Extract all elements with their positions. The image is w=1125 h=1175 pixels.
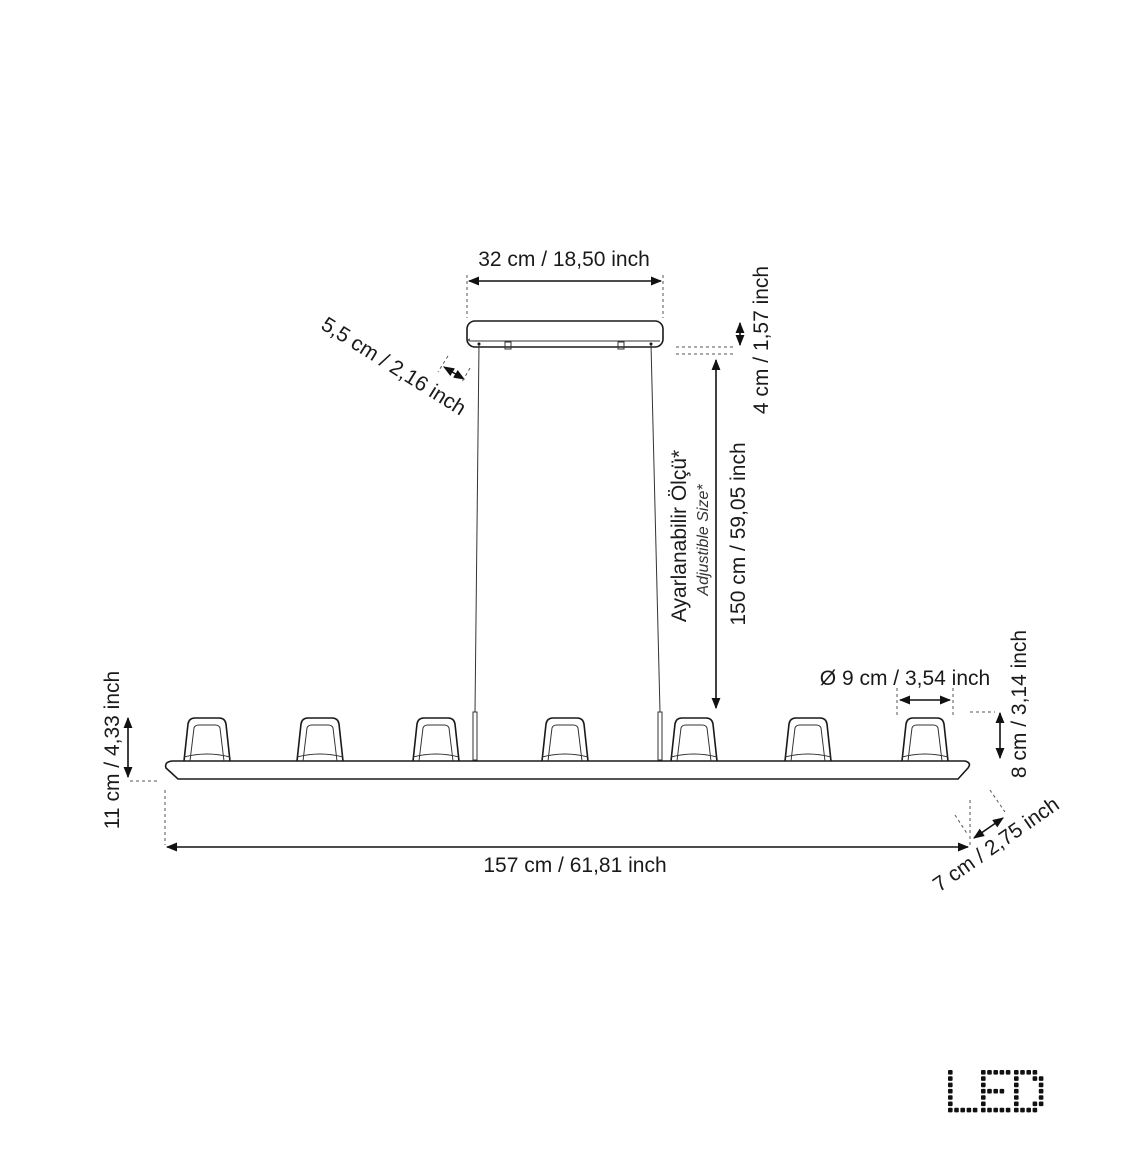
adjustable-size-en-label: Adjustible Size* xyxy=(695,484,712,597)
led-dot xyxy=(972,1107,978,1113)
led-dot xyxy=(1032,1070,1038,1075)
shade xyxy=(412,717,460,762)
led-dot xyxy=(999,1070,1005,1075)
shade-height-label: 8 cm / 3,14 inch xyxy=(1008,630,1031,778)
adjustable-size-tr-label: Ayarlanabilir Ölçü* xyxy=(668,450,691,622)
led-dot xyxy=(948,1082,953,1088)
led-dot xyxy=(993,1070,998,1075)
canopy-height-label: 4 cm / 1,57 inch xyxy=(750,266,773,414)
led-dot xyxy=(993,1107,998,1113)
led-dot xyxy=(1014,1095,1019,1100)
led-dot xyxy=(1026,1070,1031,1075)
led-dot xyxy=(948,1107,953,1113)
led-dot xyxy=(981,1088,986,1094)
canopy-width-label: 32 cm / 18,50 inch xyxy=(478,248,650,271)
led-dot xyxy=(1032,1076,1038,1081)
led-dot xyxy=(1005,1070,1011,1075)
led-dot xyxy=(987,1088,992,1094)
shade xyxy=(901,717,949,762)
led-dot xyxy=(948,1088,953,1094)
led-dot xyxy=(1014,1070,1019,1075)
led-dot xyxy=(999,1107,1005,1113)
light-bar xyxy=(164,760,971,780)
total-height-label: 11 cm / 4,33 inch xyxy=(101,671,124,829)
led-dot xyxy=(987,1107,992,1113)
led-dot xyxy=(1014,1076,1019,1081)
led-dot xyxy=(1020,1107,1025,1113)
suspension-length-label: 150 cm / 59,05 inch xyxy=(727,442,750,625)
bar-depth-label: 7 cm / 2,75 inch xyxy=(929,793,1064,897)
led-dot xyxy=(1038,1095,1044,1100)
led-dot xyxy=(981,1082,986,1088)
dimension-lines xyxy=(123,275,1006,852)
led-dot xyxy=(1005,1107,1011,1113)
total-length-label: 157 cm / 61,81 inch xyxy=(483,854,666,877)
led-dot xyxy=(948,1095,953,1100)
led-dot xyxy=(981,1070,986,1075)
led-dot xyxy=(987,1070,992,1075)
suspension-wires xyxy=(472,343,663,761)
shade xyxy=(670,717,718,762)
led-dot xyxy=(993,1088,998,1094)
led-dot xyxy=(948,1076,953,1081)
led-dot xyxy=(981,1107,986,1113)
shade xyxy=(541,717,589,762)
led-dot xyxy=(1014,1082,1019,1088)
led-dot xyxy=(954,1107,959,1113)
shade-diameter-label: Ø 9 cm / 3,54 inch xyxy=(820,667,990,690)
led-dot xyxy=(1038,1076,1044,1081)
led-dot xyxy=(981,1101,986,1107)
led-dot xyxy=(1032,1107,1038,1113)
shade xyxy=(784,717,832,762)
shades xyxy=(183,717,949,762)
ceiling-canopy xyxy=(466,320,664,350)
led-dot xyxy=(1020,1070,1025,1075)
led-dot xyxy=(1026,1107,1031,1113)
led-dot xyxy=(960,1107,965,1113)
led-logo xyxy=(948,1070,1044,1113)
led-dot xyxy=(999,1088,1005,1094)
led-dot xyxy=(948,1070,953,1075)
canopy-depth-label: 5,5 cm / 2,16 inch xyxy=(317,313,470,420)
led-dot xyxy=(981,1076,986,1081)
shade xyxy=(183,717,231,762)
shade xyxy=(296,717,344,762)
led-dot xyxy=(1038,1088,1044,1094)
led-dot xyxy=(1032,1101,1038,1107)
led-dot xyxy=(1014,1101,1019,1107)
led-dot xyxy=(1014,1088,1019,1094)
led-dot xyxy=(1038,1101,1044,1107)
led-dot xyxy=(948,1101,953,1107)
led-dot xyxy=(1014,1107,1019,1113)
led-dot xyxy=(981,1095,986,1100)
led-dot xyxy=(966,1107,972,1113)
led-dot xyxy=(1038,1082,1044,1088)
